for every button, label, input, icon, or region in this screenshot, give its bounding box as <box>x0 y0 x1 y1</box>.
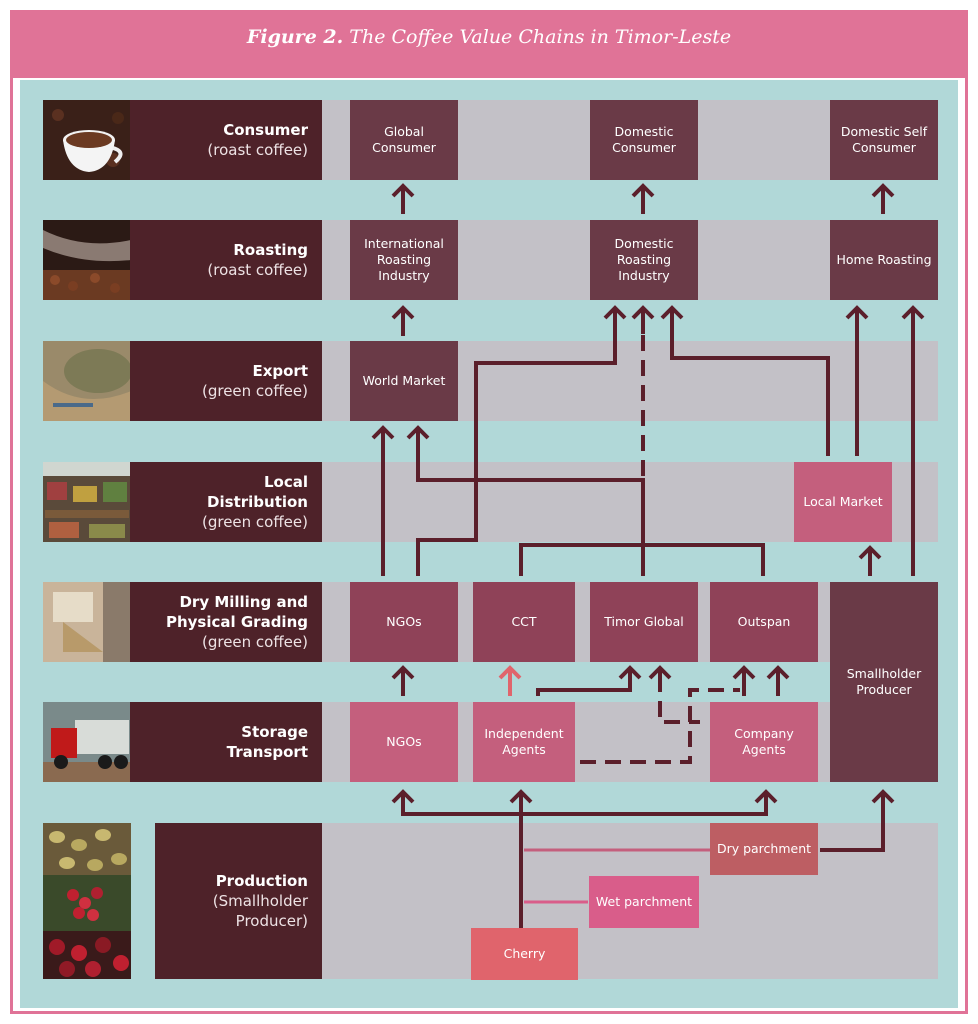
coffee-cup-photo <box>43 100 131 180</box>
node-domestic-consumer: Domestic Consumer <box>590 100 698 180</box>
coffee-cherries-photo <box>43 823 131 979</box>
node-domestic-self-consumer: Domestic Self Consumer <box>830 100 938 180</box>
node-company-agents: Company Agents <box>710 702 818 782</box>
roasting-photo <box>43 220 131 300</box>
node-home-roasting: Home Roasting <box>830 220 938 300</box>
milling-photo <box>43 582 131 662</box>
truck-photo <box>43 702 131 782</box>
market-stall-photo <box>43 462 131 542</box>
green-coffee-sack-photo <box>43 341 131 421</box>
node-outspan: Outspan <box>710 582 818 662</box>
node-timor-global: Timor Global <box>590 582 698 662</box>
node-cherry: Cherry <box>471 928 578 980</box>
node-ngos-milling: NGOs <box>350 582 458 662</box>
node-international-roasting: International Roasting Industry <box>350 220 458 300</box>
figure-caption: The Coffee Value Chains in Timor-Leste <box>349 26 732 48</box>
node-smallholder-producer: Smallholder Producer <box>830 582 938 782</box>
node-dry-parchment: Dry parchment <box>710 823 818 875</box>
stage-roasting: Roasting (roast coffee) <box>130 220 322 300</box>
stage-subtitle: (green coffee) <box>201 633 308 651</box>
stage-local-distribution: Local Distribution (green coffee) <box>130 462 322 542</box>
stage-storage-transport: Storage Transport <box>130 702 322 782</box>
stage-subtitle: (Smallholder Producer) <box>212 892 308 930</box>
stage-subtitle: (green coffee) <box>201 513 308 531</box>
node-independent-agents: Independent Agents <box>473 702 575 782</box>
stage-subtitle: (green coffee) <box>201 382 308 400</box>
stage-subtitle: (roast coffee) <box>207 261 308 279</box>
stage-title: Roasting <box>233 241 308 259</box>
stage-title: Export <box>252 362 308 380</box>
stage-production: Production (Smallholder Producer) <box>155 823 322 979</box>
node-domestic-roasting: Domestic Roasting Industry <box>590 220 698 300</box>
stage-title: Local Distribution <box>207 473 308 511</box>
figure-header <box>10 10 968 78</box>
node-cct: CCT <box>473 582 575 662</box>
stage-title: Storage Transport <box>226 723 308 761</box>
node-global-consumer: Global Consumer <box>350 100 458 180</box>
stage-subtitle: (roast coffee) <box>207 141 308 159</box>
figure-title: Figure 2. The Coffee Value Chains in Tim… <box>10 26 968 48</box>
stage-title: Dry Milling and Physical Grading <box>165 593 308 631</box>
stage-title: Production <box>215 872 308 890</box>
node-world-market: World Market <box>350 341 458 421</box>
stage-dry-milling: Dry Milling and Physical Grading (green … <box>130 582 322 662</box>
stage-consumer: Consumer (roast coffee) <box>130 100 322 180</box>
node-wet-parchment: Wet parchment <box>589 876 699 928</box>
node-local-market: Local Market <box>794 462 892 542</box>
node-ngos-storage: NGOs <box>350 702 458 782</box>
stage-title: Consumer <box>223 121 308 139</box>
stage-export: Export (green coffee) <box>130 341 322 421</box>
figure-number: Figure 2. <box>246 26 344 48</box>
